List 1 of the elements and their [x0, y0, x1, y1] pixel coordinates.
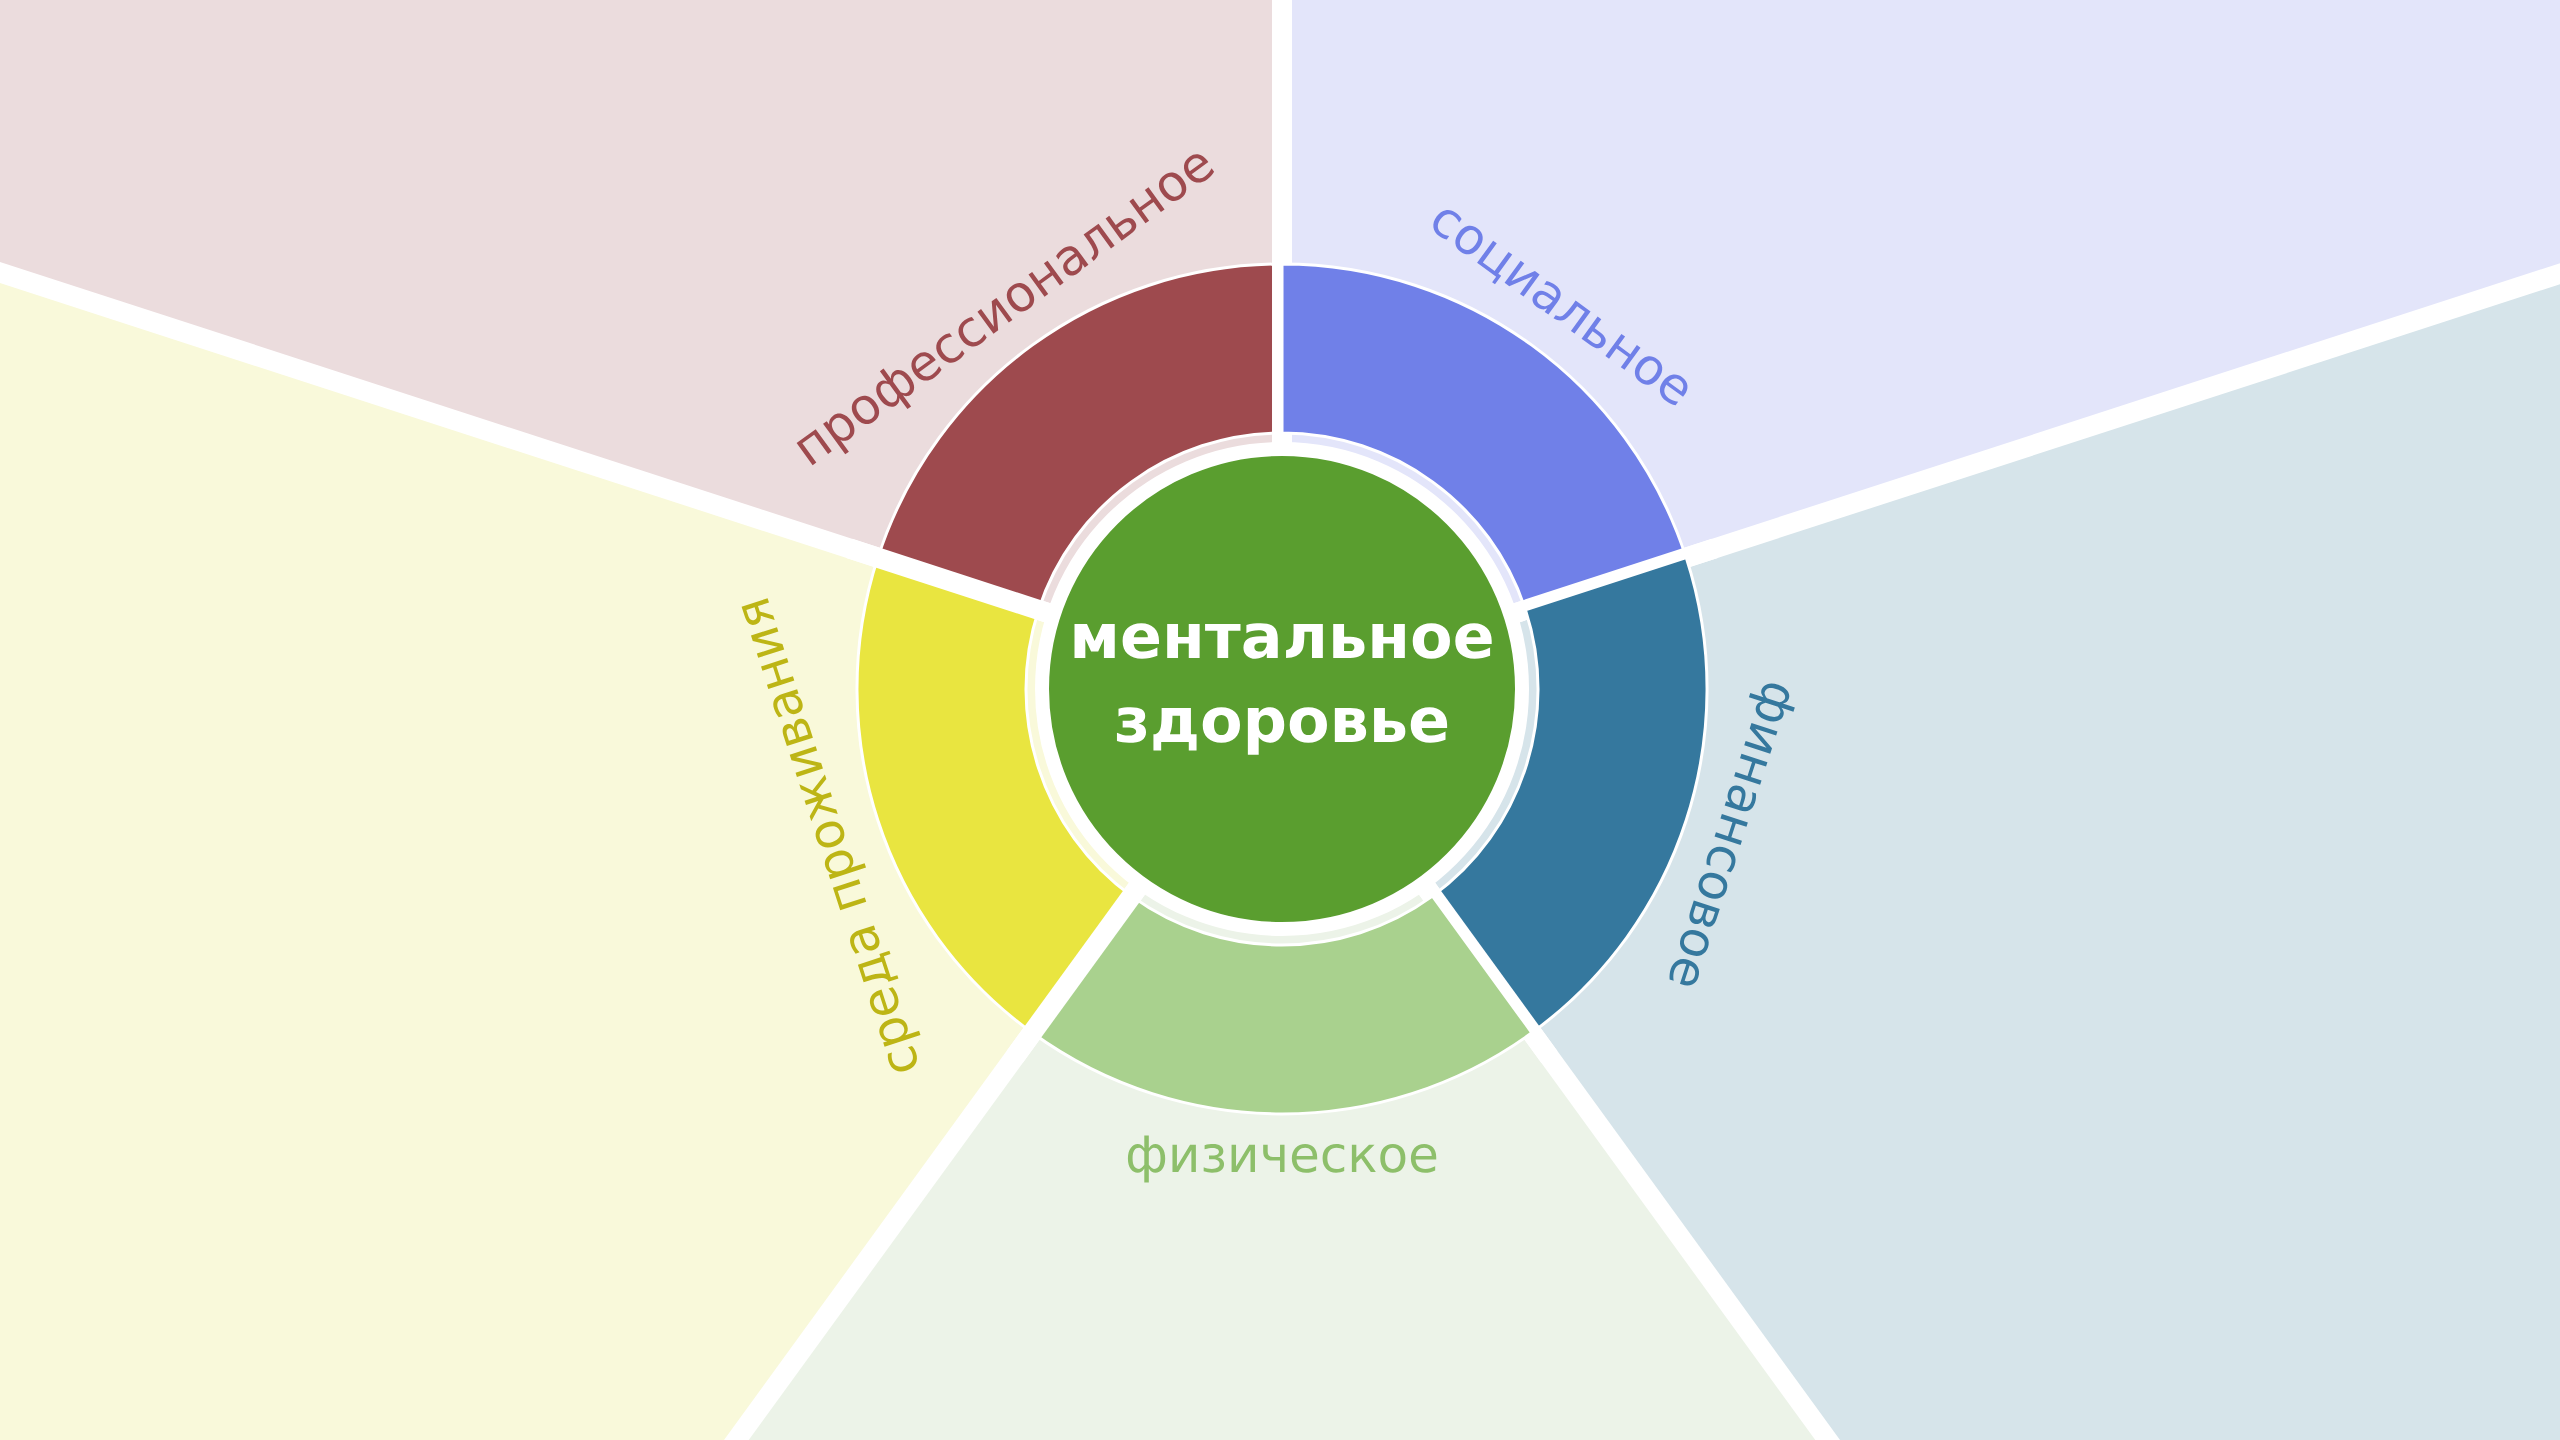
node-label: физическое — [1127, 1135, 1437, 1183]
